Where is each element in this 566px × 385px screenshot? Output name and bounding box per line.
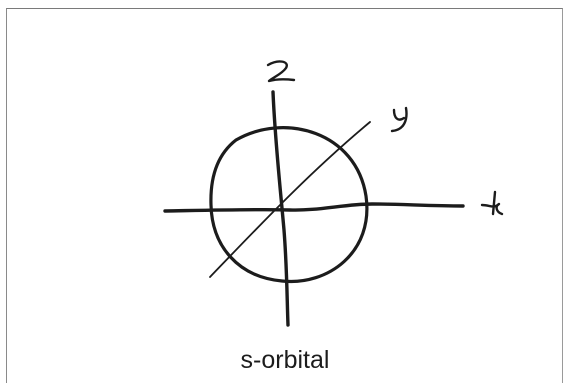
y-axis-label [390, 106, 408, 133]
z-axis-line [271, 90, 290, 327]
diagram-caption: s-orbital [240, 346, 330, 374]
y-axis-line [209, 121, 371, 278]
z-axis-label [266, 60, 296, 83]
orbital-circle [209, 126, 369, 284]
x-axis-label [480, 190, 504, 216]
x-axis-line [163, 202, 465, 213]
